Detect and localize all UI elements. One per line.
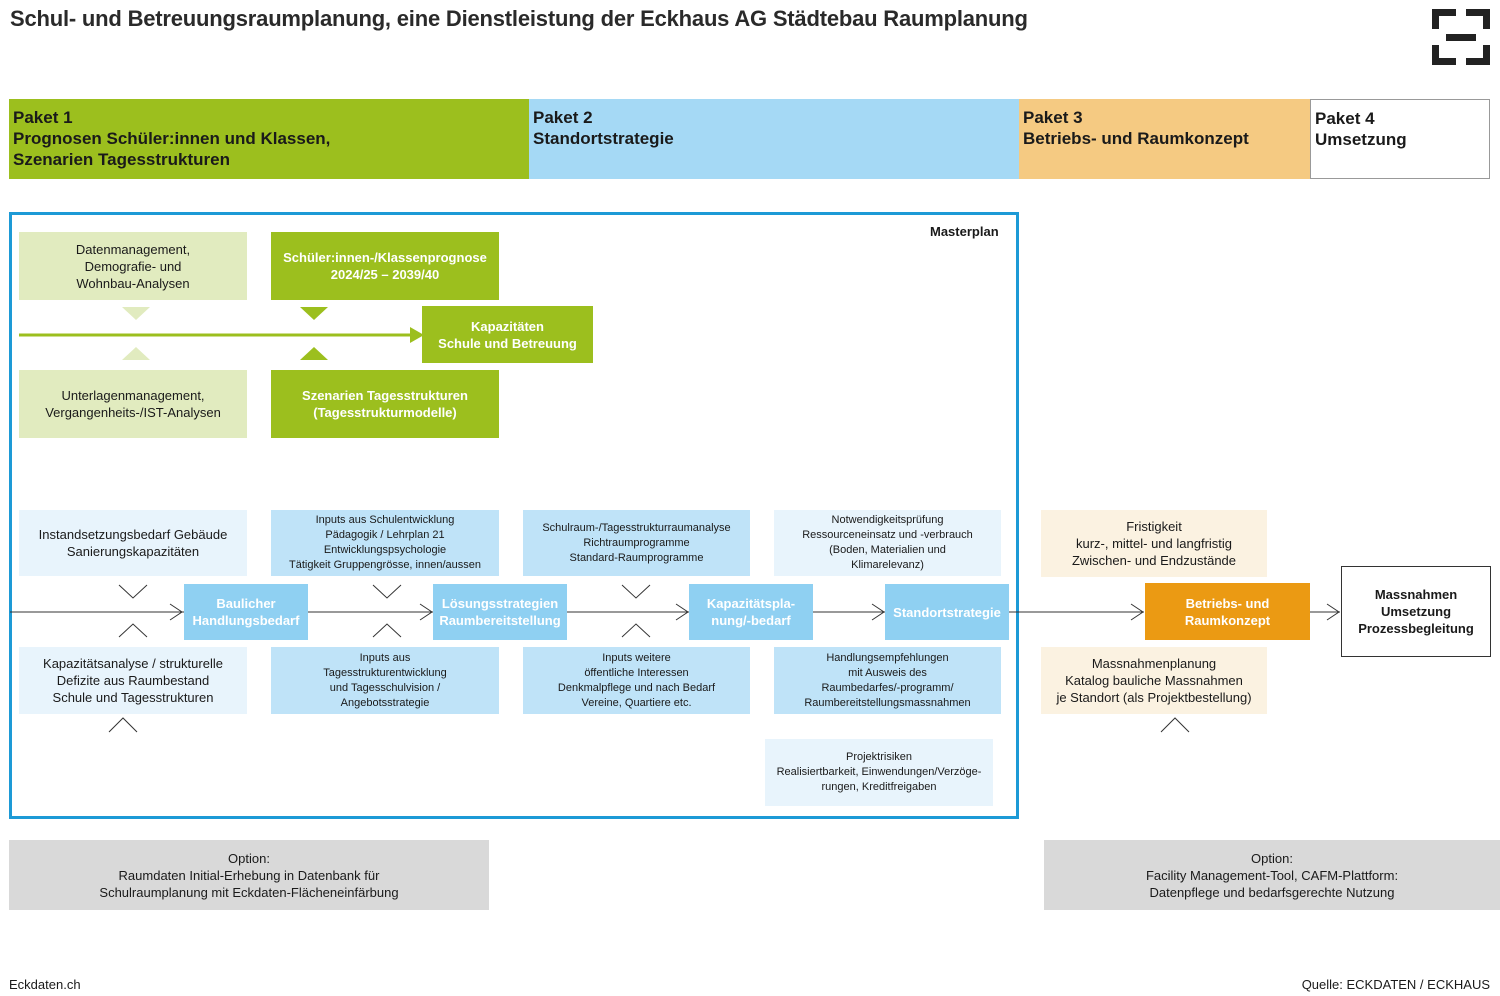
- flow-arrow-head: [1326, 603, 1340, 621]
- paket-subtitle: Betriebs- und Raumkonzept: [1023, 129, 1249, 148]
- option-left-box: Option: Raumdaten Initial-Erhebung in Da…: [9, 840, 489, 910]
- triangle-down-green: [300, 307, 328, 320]
- footer-source-right: Quelle: ECKDATEN / ECKHAUS: [1301, 977, 1490, 992]
- chevron-down-icon: [118, 584, 148, 599]
- triangle-up-light: [122, 347, 150, 360]
- massnahmen-umsetzung-box: Massnahmen Umsetzung Prozessbegleitung: [1341, 566, 1491, 657]
- standortstrategie-box: Standortstrategie: [885, 584, 1009, 640]
- fristigkeit-box: Fristigkeit kurz-, mittel- und langfrist…: [1041, 510, 1267, 577]
- loesungsstrategien-box: Lösungsstrategien Raumbereitstellung: [433, 584, 567, 640]
- option-right-box: Option: Facility Management-Tool, CAFM-P…: [1044, 840, 1500, 910]
- masterplan-frame: [9, 212, 1019, 819]
- tagesstrukturentwicklung-box: Inputs aus Tagesstrukturentwicklung und …: [271, 647, 499, 714]
- triangle-down-light: [122, 307, 150, 320]
- triangle-up-green: [300, 347, 328, 360]
- betriebs-raumkonzept-box: Betriebs- und Raumkonzept: [1145, 583, 1310, 640]
- paket-3-header: Paket 3 Betriebs- und Raumkonzept: [1019, 99, 1310, 179]
- instandsetzung-box: Instandsetzungsbedarf Gebäude Sanierungs…: [19, 510, 247, 576]
- datenmanagement-box: Datenmanagement, Demografie- und Wohnbau…: [19, 232, 247, 300]
- raumanalyse-box: Schulraum-/Tagesstrukturraumanalyse Rich…: [523, 510, 750, 576]
- chevron-down-icon: [621, 584, 651, 599]
- chevron-up-icon: [372, 623, 402, 638]
- flow-arrow-head: [871, 603, 885, 621]
- paket-title: Paket 2: [533, 108, 593, 127]
- paket-title: Paket 3: [1023, 108, 1083, 127]
- flow-arrow-head: [1130, 603, 1144, 621]
- szenarien-box: Szenarien Tagesstrukturen (Tagesstruktur…: [271, 370, 499, 438]
- paket-subtitle: Standortstrategie: [533, 129, 674, 148]
- notwendigkeit-box: Notwendigkeitsprüfung Ressourceneinsatz …: [774, 510, 1001, 576]
- paket-subtitle: Szenarien Tagesstrukturen: [13, 150, 230, 169]
- unterlagenmanagement-box: Unterlagenmanagement, Vergangenheits-/IS…: [19, 370, 247, 438]
- paket-1-header: Paket 1 Prognosen Schüler:innen und Klas…: [9, 99, 529, 179]
- projektrisiken-box: Projektrisiken Realisiertbarkeit, Einwen…: [765, 739, 993, 806]
- oeffentliche-interessen-box: Inputs weitere öffentliche Interessen De…: [523, 647, 750, 714]
- flow-arrow-head: [419, 603, 433, 621]
- kapazitaetsplanung-box: Kapazitätspla- nung/-bedarf: [689, 584, 813, 640]
- paket-subtitle: Umsetzung: [1315, 130, 1407, 149]
- green-arrow-head: [410, 327, 424, 343]
- kapazitaeten-box: Kapazitäten Schule und Betreuung: [422, 306, 593, 363]
- chevron-up-icon: [108, 717, 138, 733]
- paket-4-header: Paket 4 Umsetzung: [1310, 99, 1490, 179]
- prognose-box: Schüler:innen-/Klassenprognose 2024/25 –…: [271, 232, 499, 300]
- chevron-up-icon: [1160, 717, 1190, 733]
- handlungsempfehlungen-box: Handlungsempfehlungen mit Ausweis des Ra…: [774, 647, 1001, 714]
- chevron-down-icon: [372, 584, 402, 599]
- chevron-up-icon: [621, 623, 651, 638]
- chevron-up-icon: [118, 623, 148, 638]
- masterplan-label: Masterplan: [930, 224, 999, 239]
- kapazitaetsanalyse-box: Kapazitätsanalyse / strukturelle Defizit…: [19, 647, 247, 714]
- schulentwicklung-box: Inputs aus Schulentwicklung Pädagogik / …: [271, 510, 499, 576]
- paket-title: Paket 4: [1315, 109, 1375, 128]
- baulicher-handlungsbedarf-box: Baulicher Handlungsbedarf: [184, 584, 308, 640]
- page-title: Schul- und Betreuungsraumplanung, eine D…: [10, 6, 1028, 31]
- paket-subtitle: Prognosen Schüler:innen und Klassen,: [13, 129, 331, 148]
- flow-arrow-head: [675, 603, 689, 621]
- paket-2-header: Paket 2 Standortstrategie: [529, 99, 1019, 179]
- footer-source-left: Eckdaten.ch: [9, 977, 81, 992]
- flow-arrow-head: [169, 603, 183, 621]
- paket-title: Paket 1: [13, 108, 73, 127]
- eckhaus-logo-icon: [1432, 9, 1490, 65]
- massnahmenplanung-box: Massnahmenplanung Katalog bauliche Massn…: [1041, 647, 1267, 714]
